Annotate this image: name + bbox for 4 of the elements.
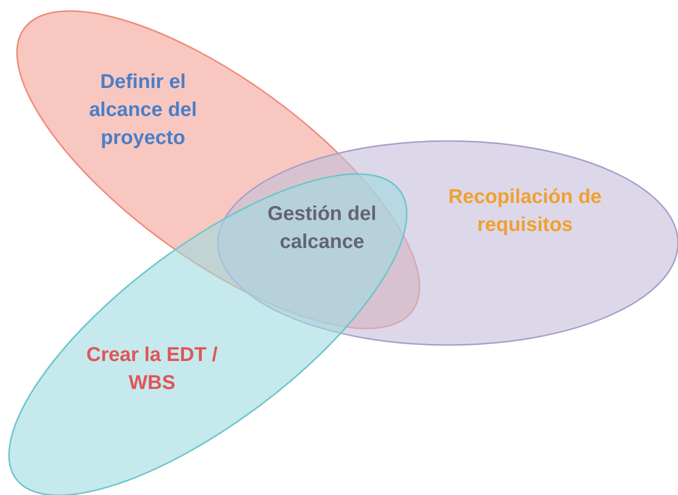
ellipse-label: Definir el alcance del proyecto: [88, 70, 198, 151]
ellipse-label: Crear la EDT / WBS: [85, 342, 219, 396]
center-label: Gestión del calcance: [266, 202, 378, 255]
ellipse-label: Recopilación de requisitos: [447, 185, 603, 238]
